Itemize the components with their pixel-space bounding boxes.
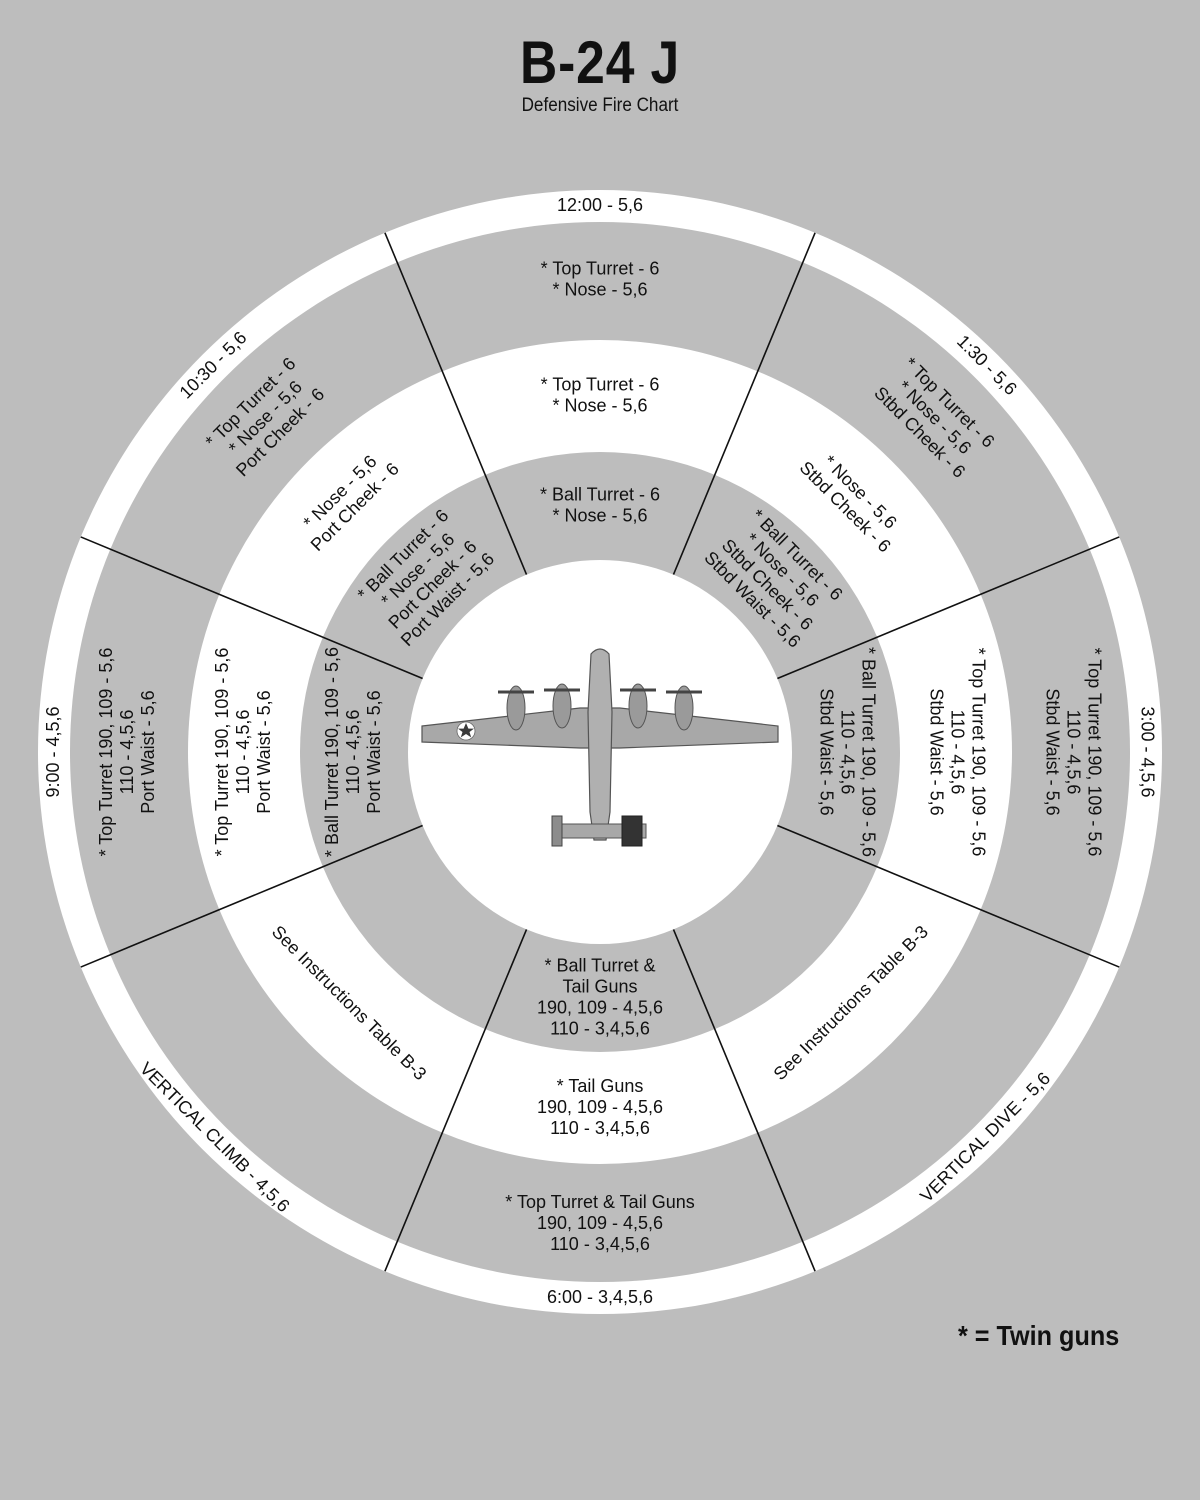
gun-assignment-text: * Ball Turret & xyxy=(544,955,655,975)
gun-assignment-text: Port Waist - 5,6 xyxy=(364,690,384,813)
gun-assignment-text: Stbd Waist - 5,6 xyxy=(816,688,836,815)
gun-assignment-text: Port Waist - 5,6 xyxy=(138,690,158,813)
sector-cell: * Ball Turret - 6* Nose - 5,6 xyxy=(540,484,660,525)
outer-clock-label: 12:00 - 5,6 xyxy=(557,195,643,215)
gun-assignment-text: 110 - 4,5,6 xyxy=(837,710,857,795)
page-subtitle: Defensive Fire Chart xyxy=(521,95,679,116)
sector-cell: * Top Turret - 6* Nose - 5,6 xyxy=(541,258,660,299)
gun-assignment-text: 190, 109 - 4,5,6 xyxy=(537,1213,663,1233)
sector-divider xyxy=(672,232,816,575)
outer-clock-label: 6:00 - 3,4,5,6 xyxy=(547,1287,653,1307)
sector-divider xyxy=(80,824,423,968)
sector-divider xyxy=(672,929,816,1272)
gun-assignment-text: 110 - 4,5,6 xyxy=(1063,710,1083,795)
outer-clock-label: 3:00 - 4,5,6 xyxy=(1137,706,1157,797)
gun-assignment-text: * Top Turret 190, 109 - 5,6 xyxy=(96,648,116,857)
legend-note: * = Twin guns xyxy=(958,1320,1120,1351)
gun-assignment-text: 110 - 4,5,6 xyxy=(117,710,137,795)
b24-bomber-icon xyxy=(421,648,779,847)
gun-assignment-text: * Ball Turret 190, 109 - 5,6 xyxy=(322,647,342,857)
page-title: B-24 J xyxy=(519,29,681,96)
sector-divider xyxy=(777,824,1120,968)
gun-assignment-text: * Top Turret 190, 109 - 5,6 xyxy=(968,648,988,857)
sector-divider xyxy=(384,929,528,1272)
gun-assignment-text: * Top Turret & Tail Guns xyxy=(505,1192,694,1212)
gun-assignment-text: * Nose - 5,6 xyxy=(552,395,647,415)
gun-assignment-text: * Nose - 5,6 xyxy=(552,279,647,299)
sector-divider xyxy=(777,536,1120,680)
gun-assignment-text: 110 - 4,5,6 xyxy=(947,710,967,795)
gun-assignment-text: * Top Turret - 6 xyxy=(541,258,660,278)
gun-assignment-text: 110 - 3,4,5,6 xyxy=(550,1234,650,1254)
gun-assignment-text: Stbd Waist - 5,6 xyxy=(926,688,946,815)
sector-dividers xyxy=(80,232,1120,1272)
gun-assignment-text: 110 - 3,4,5,6 xyxy=(550,1018,650,1038)
gun-assignment-text: Tail Guns xyxy=(562,976,637,996)
gun-assignment-text: 190, 109 - 4,5,6 xyxy=(537,997,663,1017)
gun-assignment-text: 190, 109 - 4,5,6 xyxy=(537,1097,663,1117)
gun-assignment-text: 110 - 4,5,6 xyxy=(343,710,363,795)
gun-assignment-text: * Ball Turret 190, 109 - 5,6 xyxy=(858,647,878,857)
gun-assignment-text: 110 - 3,4,5,6 xyxy=(550,1118,650,1138)
sector-divider xyxy=(80,536,423,680)
sector-cell: * Top Turret - 6* Nose - 5,6 xyxy=(541,374,660,415)
gun-assignment-text: Stbd Waist - 5,6 xyxy=(1042,688,1062,815)
gun-assignment-text: * Tail Guns xyxy=(557,1076,644,1096)
gun-assignment-text: * Top Turret 190, 109 - 5,6 xyxy=(212,648,232,857)
gun-assignment-text: Port Waist - 5,6 xyxy=(254,690,274,813)
star-insignia-icon xyxy=(456,721,476,741)
gun-assignment-text: 110 - 4,5,6 xyxy=(233,710,253,795)
outer-clock-label: 9:00 - 4,5,6 xyxy=(43,706,63,797)
sector-divider xyxy=(384,232,528,575)
gun-assignment-text: * Ball Turret - 6 xyxy=(540,484,660,504)
gun-assignment-text: * Top Turret - 6 xyxy=(541,374,660,394)
gun-assignment-text: * Top Turret 190, 109 - 5,6 xyxy=(1084,648,1104,857)
gun-assignment-text: * Nose - 5,6 xyxy=(552,505,647,525)
